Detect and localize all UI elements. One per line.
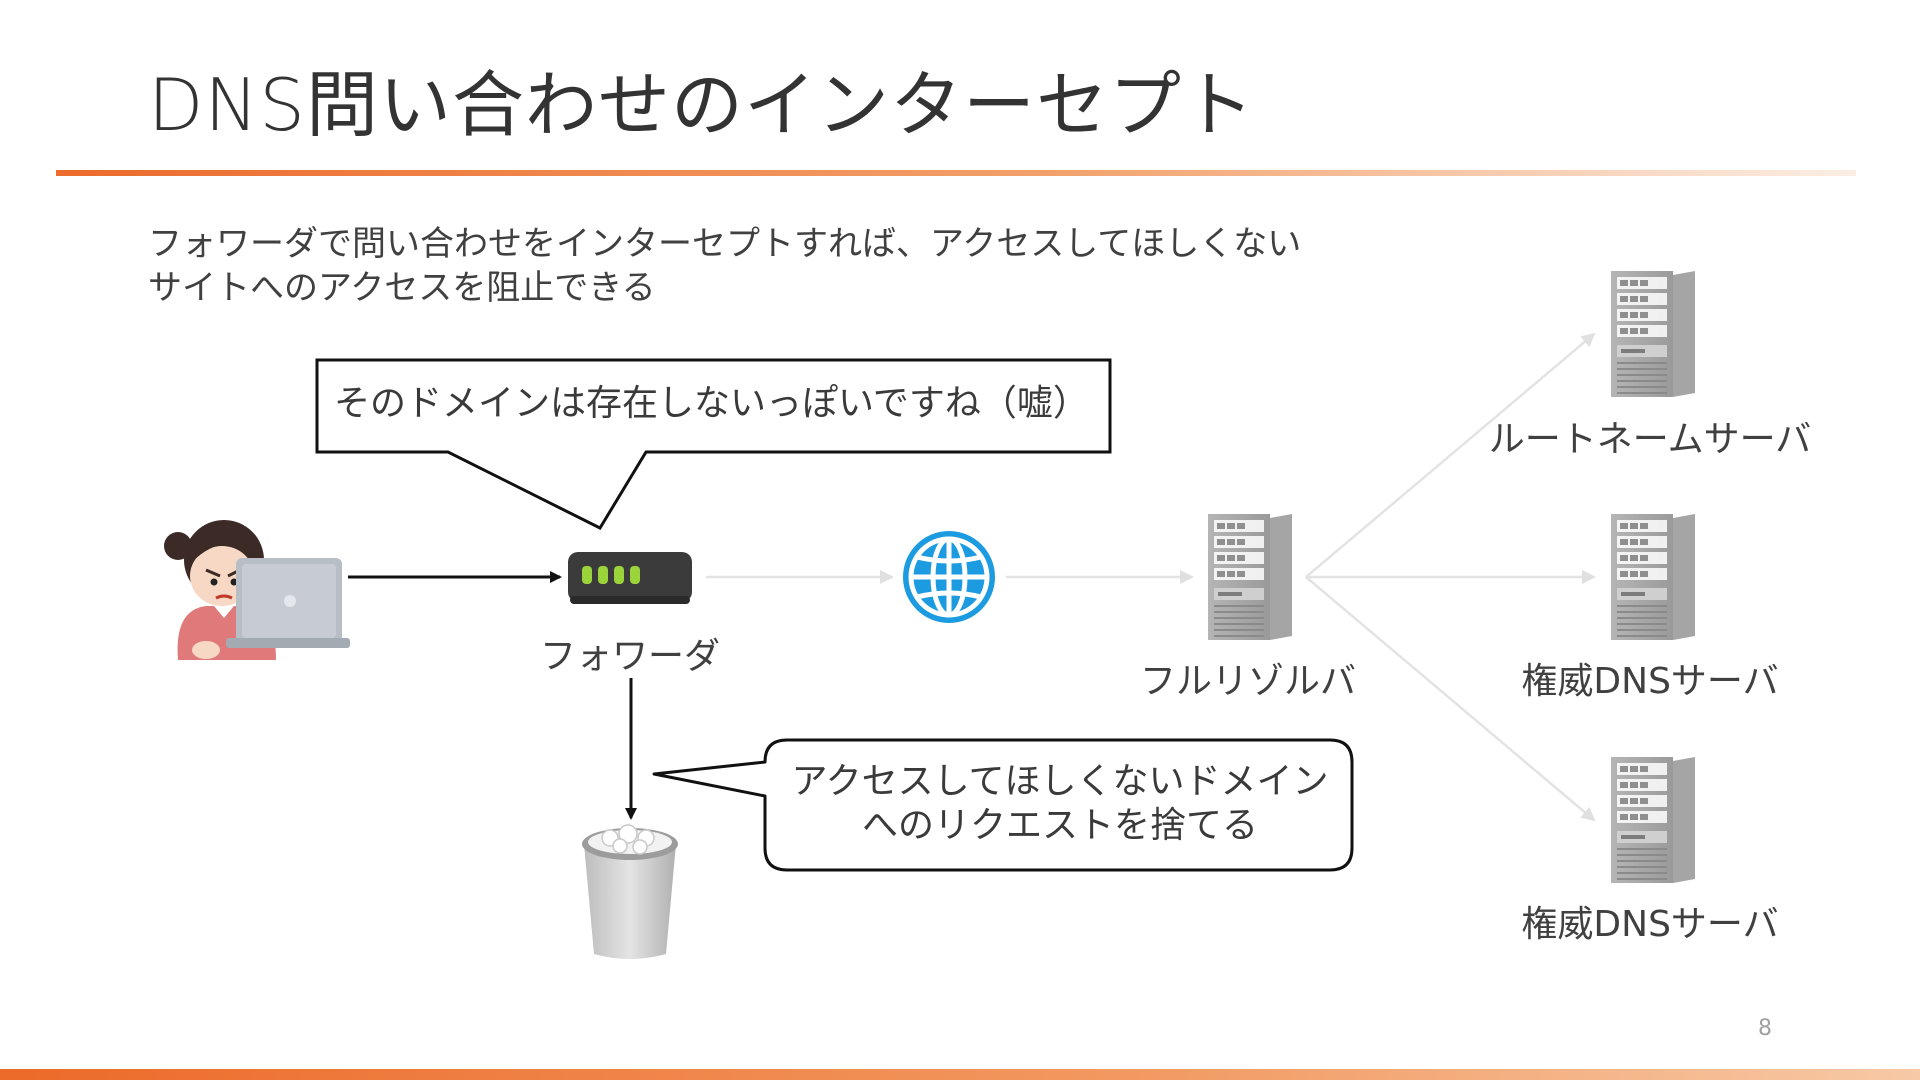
title-underline <box>56 170 1856 176</box>
slide-title: DNS問い合わせのインターセプト <box>148 63 1256 147</box>
globe-icon <box>903 531 995 623</box>
forwarder-label: フォワーダ <box>539 636 721 677</box>
root-server-icon <box>1610 270 1696 398</box>
callout-bottom-text: アクセスしてほしくないドメイン へのリクエストを捨てる <box>790 760 1330 848</box>
auth-server-1-icon <box>1610 513 1696 641</box>
bottom-accent-bar <box>0 1069 1920 1080</box>
callout-bottom-line-2: へのリクエストを捨てる <box>861 805 1258 846</box>
auth-server-2-icon <box>1610 756 1696 884</box>
callout-top-text: そのドメインは存在しないっぽいですね（嘘） <box>334 383 1089 424</box>
body-line-2: サイトへのアクセスを阻止できる <box>148 268 656 308</box>
router-icon <box>568 552 692 604</box>
full-resolver-server-icon <box>1207 513 1293 641</box>
callout-top-shape <box>315 358 1112 530</box>
person-with-laptop-icon <box>164 520 350 660</box>
page-number: 8 <box>1758 1016 1772 1041</box>
arrow-resolver-to-auth2 <box>1305 576 1596 822</box>
body-text: フォワーダで問い合わせをインターセプトすれば、アクセスしてほしくない サイトへの… <box>148 222 1301 310</box>
auth-server-1-label: 権威DNSサーバ <box>1521 661 1779 702</box>
trash-can-icon <box>582 824 678 959</box>
full-resolver-label: フルリゾルバ <box>1139 661 1357 702</box>
auth-server-2-label: 権威DNSサーバ <box>1521 904 1779 945</box>
body-line-1: フォワーダで問い合わせをインターセプトすれば、アクセスしてほしくない <box>148 224 1302 264</box>
root-server-label: ルートネームサーバ <box>1488 419 1812 460</box>
arrow-resolver-to-root <box>1305 332 1596 578</box>
callout-bottom-line-1: アクセスしてほしくないドメイン <box>791 761 1329 802</box>
callout-bottom-shape <box>652 738 1354 872</box>
